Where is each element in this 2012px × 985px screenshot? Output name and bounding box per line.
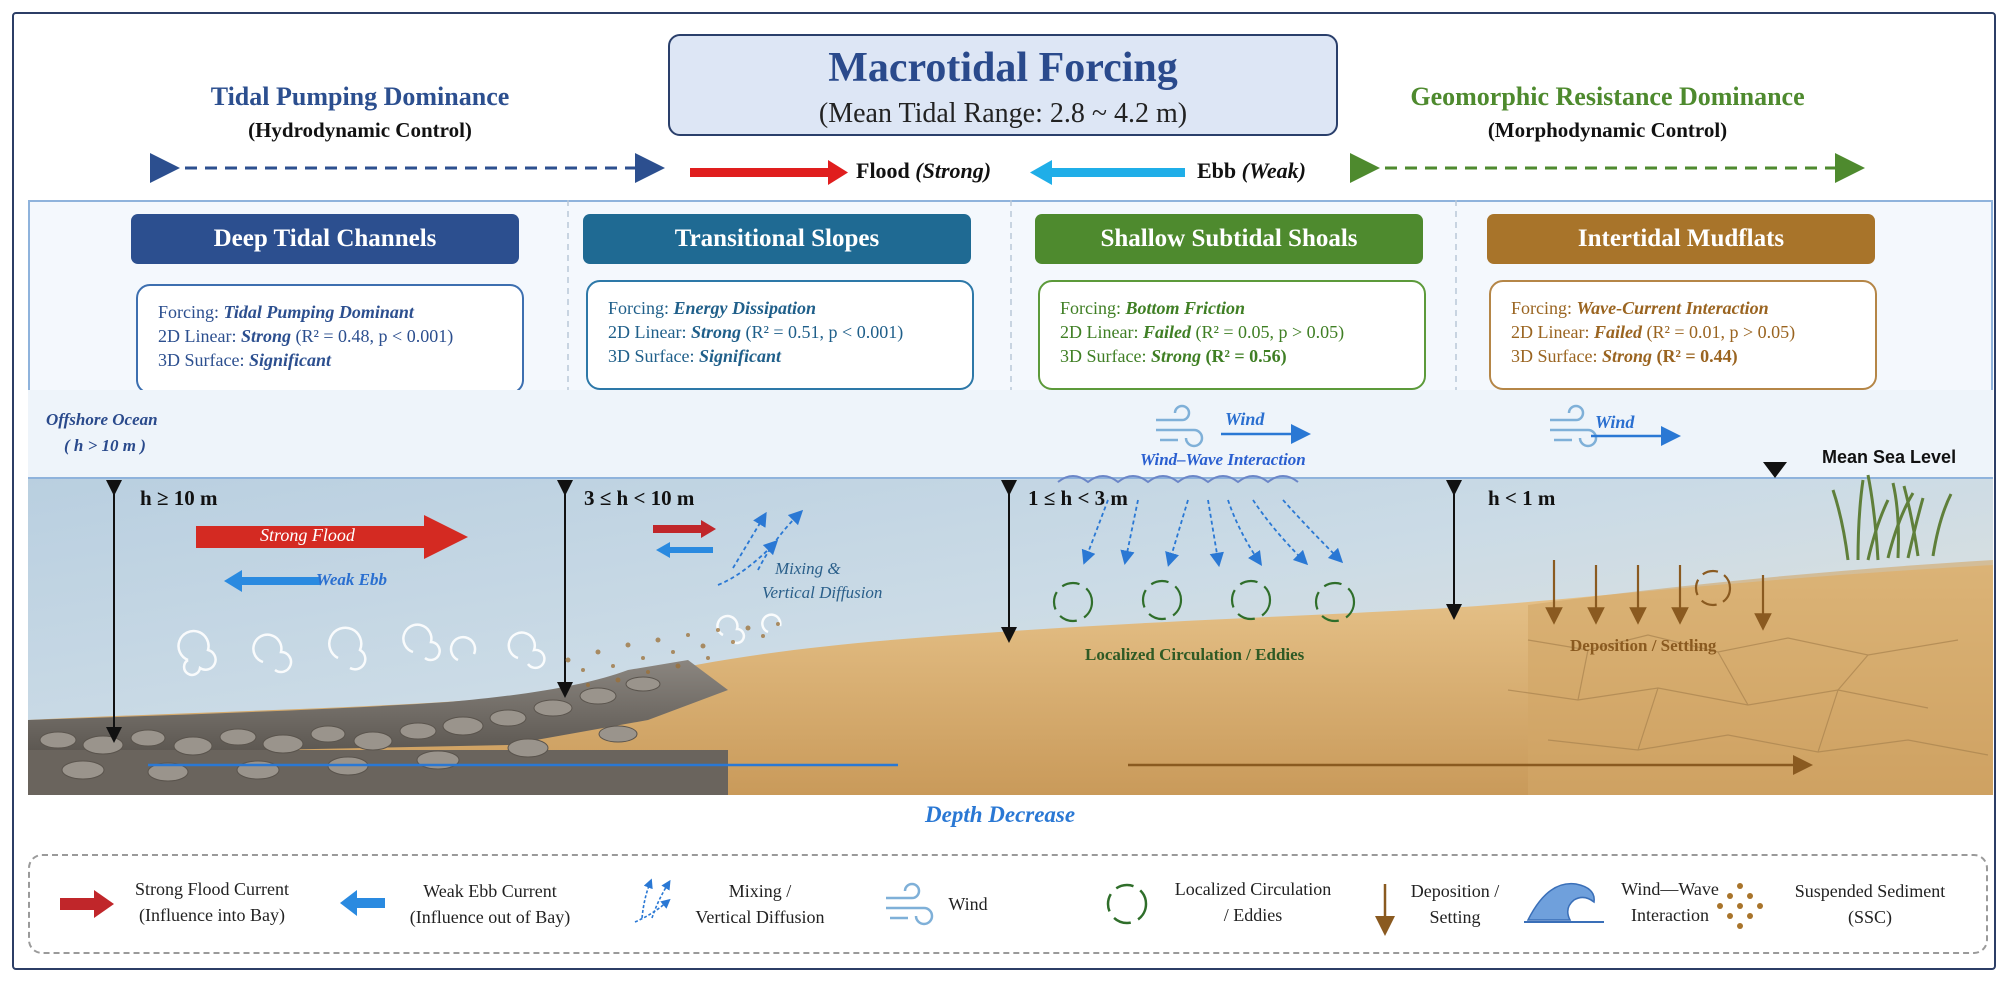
depth-label-deep: h ≥ 10 m: [140, 486, 218, 510]
left-control-label: (Hydrodynamic Control): [248, 118, 472, 142]
depth-decrease-label: Depth Decrease: [925, 802, 1076, 827]
right-dominance-title: Geomorphic Resistance Dominance: [1410, 82, 1805, 111]
depth-label-shoal: 1 ≤ h < 3 m: [1028, 486, 1128, 510]
zone-header-deep-tidal-channels: Deep Tidal Channels: [131, 214, 519, 264]
legend-ssc-icon: [1717, 883, 1763, 929]
legend-ebb-icon: [340, 890, 385, 916]
weak-ebb-arrow: [224, 570, 320, 592]
deposition-arrows: [1545, 560, 1772, 631]
mixing-arrows: [717, 509, 804, 586]
legend-icons: [60, 878, 1763, 936]
zone-header-shallow-subtidal-shoals: Shallow Subtidal Shoals: [1035, 214, 1423, 264]
right-control-label: (Morphodynamic Control): [1487, 118, 1728, 142]
flood-label: Flood (Strong): [856, 158, 992, 183]
weak-ebb-label: Weak Ebb: [316, 570, 387, 589]
wind-wave-label: Wind–Wave Interaction: [1140, 450, 1306, 469]
transitional-flood-arrow: [653, 520, 716, 538]
depth-label-mudflat: h < 1 m: [1488, 486, 1556, 510]
zone-header-intertidal-mudflats: Intertidal Mudflats: [1487, 214, 1875, 264]
legend-wind-text: Wind: [948, 894, 988, 914]
legend-wind-wave-icon: [1524, 882, 1604, 923]
legend-circulation-icon: [1106, 883, 1148, 925]
legend-ssc-text: Suspended Sediment(SSC): [1794, 881, 1946, 927]
deposition-label: Deposition / Settling: [1570, 636, 1717, 655]
legend-ebb-text: Weak Ebb Current(Influence out of Bay): [409, 881, 571, 927]
legend-circulation-text: Localized Circulation/ Eddies: [1174, 879, 1332, 925]
ebb-arrow: [1030, 160, 1185, 185]
eddies-label: Localized Circulation / Eddies: [1085, 645, 1305, 664]
wave-penetration-arrows: [1081, 499, 1344, 568]
legend-wind-icon: [886, 882, 934, 926]
mixing-label-1: Mixing &: [775, 559, 841, 578]
title-box: Macrotidal Forcing (Mean Tidal Range: 2.…: [668, 34, 1338, 136]
zone-box-shallow-subtidal-shoals: Forcing: Bottom Friction 2D Linear: Fail…: [1038, 280, 1426, 390]
mean-sea-level-label: Mean Sea Level: [1822, 447, 1957, 467]
eddy-icons: [1052, 569, 1732, 623]
legend-deposition-text: Deposition /Setting: [1410, 881, 1500, 927]
legend: Strong Flood Current(Influence into Bay)…: [28, 854, 1988, 954]
wind-label-shoal: Wind: [1225, 409, 1265, 429]
strong-flood-label: Strong Flood: [260, 525, 355, 545]
zone-header-transitional-slopes: Transitional Slopes: [583, 214, 971, 264]
left-dominance-title: Tidal Pumping Dominance: [210, 82, 510, 111]
transitional-ebb-arrow: [656, 542, 713, 558]
offshore-ocean-label: Offshore Ocean: [46, 410, 158, 429]
main-subtitle: (Mean Tidal Range: 2.8 ~ 4.2 m): [818, 98, 1188, 129]
zone-box-intertidal-mudflats: Forcing: Wave-Current Interaction 2D Lin…: [1489, 280, 1877, 390]
depth-label-transitional: 3 ≤ h < 10 m: [584, 486, 695, 510]
ebb-label: Ebb (Weak): [1197, 158, 1307, 183]
zone-box-transitional-slopes: Forcing: Energy Dissipation 2D Linear: S…: [586, 280, 974, 390]
mixing-label-2: Vertical Diffusion: [762, 583, 883, 602]
header-arrows: [150, 153, 1865, 185]
offshore-depth-label: ( h > 10 m ): [64, 436, 146, 455]
wind-icon-mudflat: [1550, 404, 1598, 448]
suspended-sediment: [565, 622, 780, 687]
wind-icon-shoal: [1156, 404, 1204, 448]
scene-illustration: [28, 390, 1993, 795]
turbulence-swirls: [177, 613, 782, 677]
strong-flood-arrow: [196, 515, 468, 559]
figure-frame: [12, 12, 1996, 970]
legend-mixing-icon: [634, 878, 671, 923]
zone-box-deep-tidal-channels: Forcing: Tidal Pumping Dominant 2D Linea…: [136, 284, 524, 394]
legend-flood-icon: [60, 890, 114, 918]
legend-mixing-text: Mixing /Vertical Diffusion: [695, 881, 825, 927]
main-title: Macrotidal Forcing: [828, 45, 1178, 91]
legend-flood-text: Strong Flood Current(Influence into Bay): [134, 879, 289, 925]
flood-arrow: [690, 160, 848, 185]
wind-label-mudflat: Wind: [1595, 412, 1635, 432]
